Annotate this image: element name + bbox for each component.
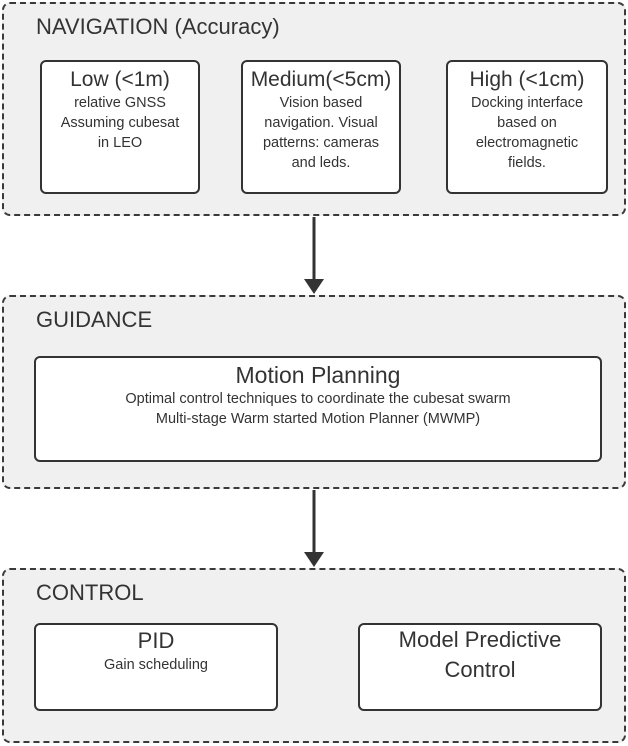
pid-body: Gain scheduling [104, 657, 208, 673]
motion-planning-box: Motion Planning Optimal control techniqu… [34, 356, 602, 462]
control-section: CONTROL PID Gain scheduling Model Predic… [2, 568, 626, 743]
pid-box: PID Gain scheduling [34, 623, 278, 711]
mpc-box: Model Predictive Control [358, 623, 602, 711]
guidance-section-title: GUIDANCE [36, 307, 153, 332]
pid-title: PID [137, 628, 175, 653]
mpc-title: Model Predictive Control [398, 627, 562, 682]
navigation-low-body: relative GNSS Assuming cubesat in LEO [60, 95, 180, 151]
arrow-navigation-to-guidance [304, 217, 324, 294]
navigation-medium-box: Medium(<5cm) Vision based navigation. Vi… [241, 60, 401, 194]
navigation-section: NAVIGATION (Accuracy) Low (<1m) relative… [2, 2, 626, 216]
navigation-medium-title: Medium(<5cm) [250, 68, 392, 91]
motion-planning-body: Optimal control techniques to coordinate… [125, 391, 511, 427]
motion-planning-title: Motion Planning [235, 362, 401, 388]
navigation-section-title: NAVIGATION (Accuracy) [36, 14, 280, 39]
arrow-guidance-to-control [304, 490, 324, 567]
navigation-high-body: Docking interface based on electromagnet… [470, 95, 584, 171]
navigation-high-title: High (<1cm) [469, 68, 585, 91]
navigation-medium-body: Vision based navigation. Visual patterns… [262, 95, 380, 171]
navigation-low-title: Low (<1m) [70, 68, 170, 91]
control-section-title: CONTROL [36, 580, 144, 605]
navigation-high-box: High (<1cm) Docking interface based on e… [446, 60, 608, 194]
guidance-section: GUIDANCE Motion Planning Optimal control… [2, 295, 626, 489]
navigation-low-box: Low (<1m) relative GNSS Assuming cubesat… [40, 60, 200, 194]
